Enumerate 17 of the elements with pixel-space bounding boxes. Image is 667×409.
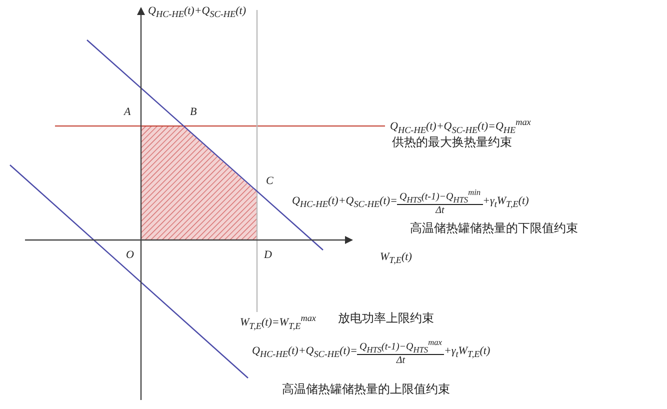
constraint-caption: 供热的最大换热量约束 (392, 135, 512, 150)
constraint-caption: 高温储热罐储热量的上限值约束 (282, 382, 450, 396)
fraction-denominator: Δt (396, 355, 406, 366)
equation-text: +γ$_{t}$W$_{T,E}$(t) (444, 345, 490, 360)
axis-label: W$_{T,E}$(t) (380, 251, 412, 266)
equation-text: Q$_{HC-HE}$(t)+Q$_{SC-HE}$(t)= (292, 195, 398, 210)
point-label: D (264, 249, 272, 262)
axis-label: Q$_{HC-HE}$(t)+Q$_{SC-HE}$(t) (148, 5, 246, 20)
point-label: B (190, 106, 197, 120)
constraint-caption: 高温储热罐储热量的下限值约束 (410, 221, 578, 236)
equation-text: Q$_{HC-HE}$(t)+Q$_{SC-HE}$(t)= (252, 345, 358, 360)
point-label: C (266, 175, 274, 188)
equation-text: +γ$_{t}$W$_{T,E}$(t) (482, 195, 529, 210)
point-label: A (124, 106, 131, 120)
fraction-denominator: Δt (436, 205, 444, 216)
constraint-caption: 放电功率上限约束 (338, 311, 434, 326)
origin-label: O (126, 249, 134, 262)
